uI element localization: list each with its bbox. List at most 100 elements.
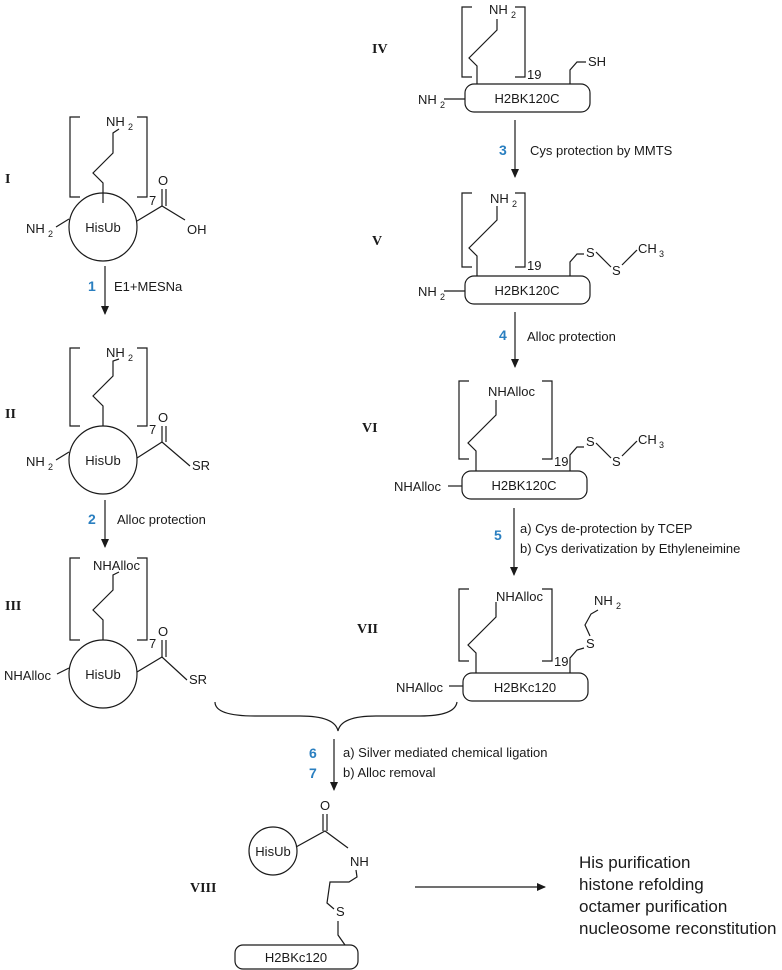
hisub-circle [68,425,138,495]
compound-label-IV: IV [372,42,388,57]
svg-text:HisUb: HisUb [85,667,120,682]
h2bkc120-box [234,944,359,970]
svg-text:O: O [158,173,168,188]
compound-label-II: II [5,407,16,422]
svg-text:NHAlloc: NHAlloc [396,680,443,695]
lysine-chain [92,128,120,203]
side-chain-amine: NH [106,114,125,129]
svg-text:2: 2 [440,292,445,302]
svg-text:S: S [612,454,621,469]
protein-label: H2BK120C [494,91,559,106]
svg-text:NH: NH [490,191,509,206]
repeat-count: 7 [149,193,156,208]
thioester-sr: SR [192,458,210,473]
svg-text:2: 2 [616,601,621,611]
h2bk120c-box [461,470,588,500]
compound-I: I 7 NH 2 HisUb NH 2 O OH [5,114,207,262]
hisub-circle [68,639,138,709]
compound-label-I: I [5,172,10,187]
compound-label-VII: VII [357,622,378,637]
svg-text:19: 19 [527,67,541,82]
svg-text:2: 2 [128,122,133,132]
svg-text:NHAlloc: NHAlloc [496,589,543,604]
svg-text:NH: NH [418,284,437,299]
protein-label: H2BKc120 [494,680,556,695]
svg-text:7: 7 [149,636,156,651]
svg-text:NH: NH [594,593,613,608]
compound-label-V: V [372,234,382,249]
svg-text:H2BK120C: H2BK120C [494,283,559,298]
side-chain-amine: NH [106,345,125,360]
side-chain-amine: NH [489,2,508,17]
step-7b: b) Alloc removal [343,765,436,780]
svg-text:S: S [586,636,595,651]
svg-text:3: 3 [659,249,664,259]
amide-nh: NH [350,854,369,869]
svg-text:7: 7 [149,422,156,437]
step-number-4: 4 [499,327,507,343]
svg-text:NH: NH [26,454,45,469]
h2bk120c-box [464,83,591,113]
svg-text:H2BKc120: H2BKc120 [265,950,327,965]
svg-text:2: 2 [128,353,133,363]
svg-text:3: 3 [659,440,664,450]
convergence-brace [214,701,458,732]
svg-text:2: 2 [48,229,53,239]
step-number-6: 6 [309,745,317,761]
step-1-reagent: E1+MESNa [114,279,183,294]
step-4-reagent: Alloc protection [527,329,616,344]
step-5a: a) Cys de-protection by TCEP [520,521,692,536]
svg-text:CH: CH [638,432,657,447]
isopeptide-amide [295,830,349,849]
compound-V: V 19 NH 2 H2BK120C NH 2 S S CH 3 [372,191,664,305]
step-number-5: 5 [494,527,502,543]
svg-text:19: 19 [554,654,568,669]
repeat-bracket-right [137,116,148,198]
svg-text:2: 2 [512,199,517,209]
svg-text:O: O [158,410,168,425]
h2bk120c-box [464,275,591,305]
downstream-item: nucleosome reconstitution [579,919,777,938]
hisub-circle [248,826,298,876]
disulfide-methyl [569,253,584,276]
svg-text:O: O [158,624,168,639]
side-chain-nhalloc: NHAlloc [93,558,140,573]
svg-text:HisUb: HisUb [255,844,290,859]
svg-text:2: 2 [48,462,53,472]
svg-text:S: S [612,263,621,278]
svg-text:CH: CH [638,241,657,256]
svg-text:2: 2 [511,10,516,20]
repeat-bracket-left [69,116,80,198]
hydroxyl: OH [187,222,207,237]
step-2-reagent: Alloc protection [117,512,206,527]
compound-III: III 7 NHAlloc HisUb NHAlloc O SR [4,557,207,709]
step-number-1: 1 [88,278,96,294]
svg-text:19: 19 [554,454,568,469]
svg-text:HisUb: HisUb [85,453,120,468]
svg-text:NHAlloc: NHAlloc [394,479,441,494]
step-number-2: 2 [88,511,96,527]
compound-VII: VII 19 NHAlloc H2BKc120 NHAlloc S NH 2 [357,588,621,702]
svg-text:S: S [586,245,595,260]
svg-text:2: 2 [440,100,445,110]
n-terminal-nhalloc: NHAlloc [4,668,51,683]
svg-text:NHAlloc: NHAlloc [488,384,535,399]
hisub-circle [68,192,138,262]
svg-text:SR: SR [189,672,207,687]
downstream-steps: His purification histone refolding octam… [579,853,777,938]
compound-VI: VI 19 NHAlloc H2BK120C NHAlloc S S CH 3 [362,380,664,500]
svg-text:S: S [586,434,595,449]
step-6a: a) Silver mediated chemical ligation [343,745,547,760]
compound-II: II 7 NH 2 HisUb NH 2 O SR [5,345,210,495]
compound-label-III: III [5,599,21,614]
step-5b: b) Cys derivatization by Ethyleneimine [520,541,740,556]
svg-text:O: O [320,798,330,813]
svg-text:H2BK120C: H2BK120C [491,478,556,493]
downstream-item: octamer purification [579,897,727,916]
step-3-reagent: Cys protection by MMTS [530,143,673,158]
compound-VIII: VIII HisUb O NH S H2BKc120 [190,798,369,970]
n-terminal-amine: NH [26,221,45,236]
svg-text:19: 19 [527,258,541,273]
thioester-group [136,441,191,467]
